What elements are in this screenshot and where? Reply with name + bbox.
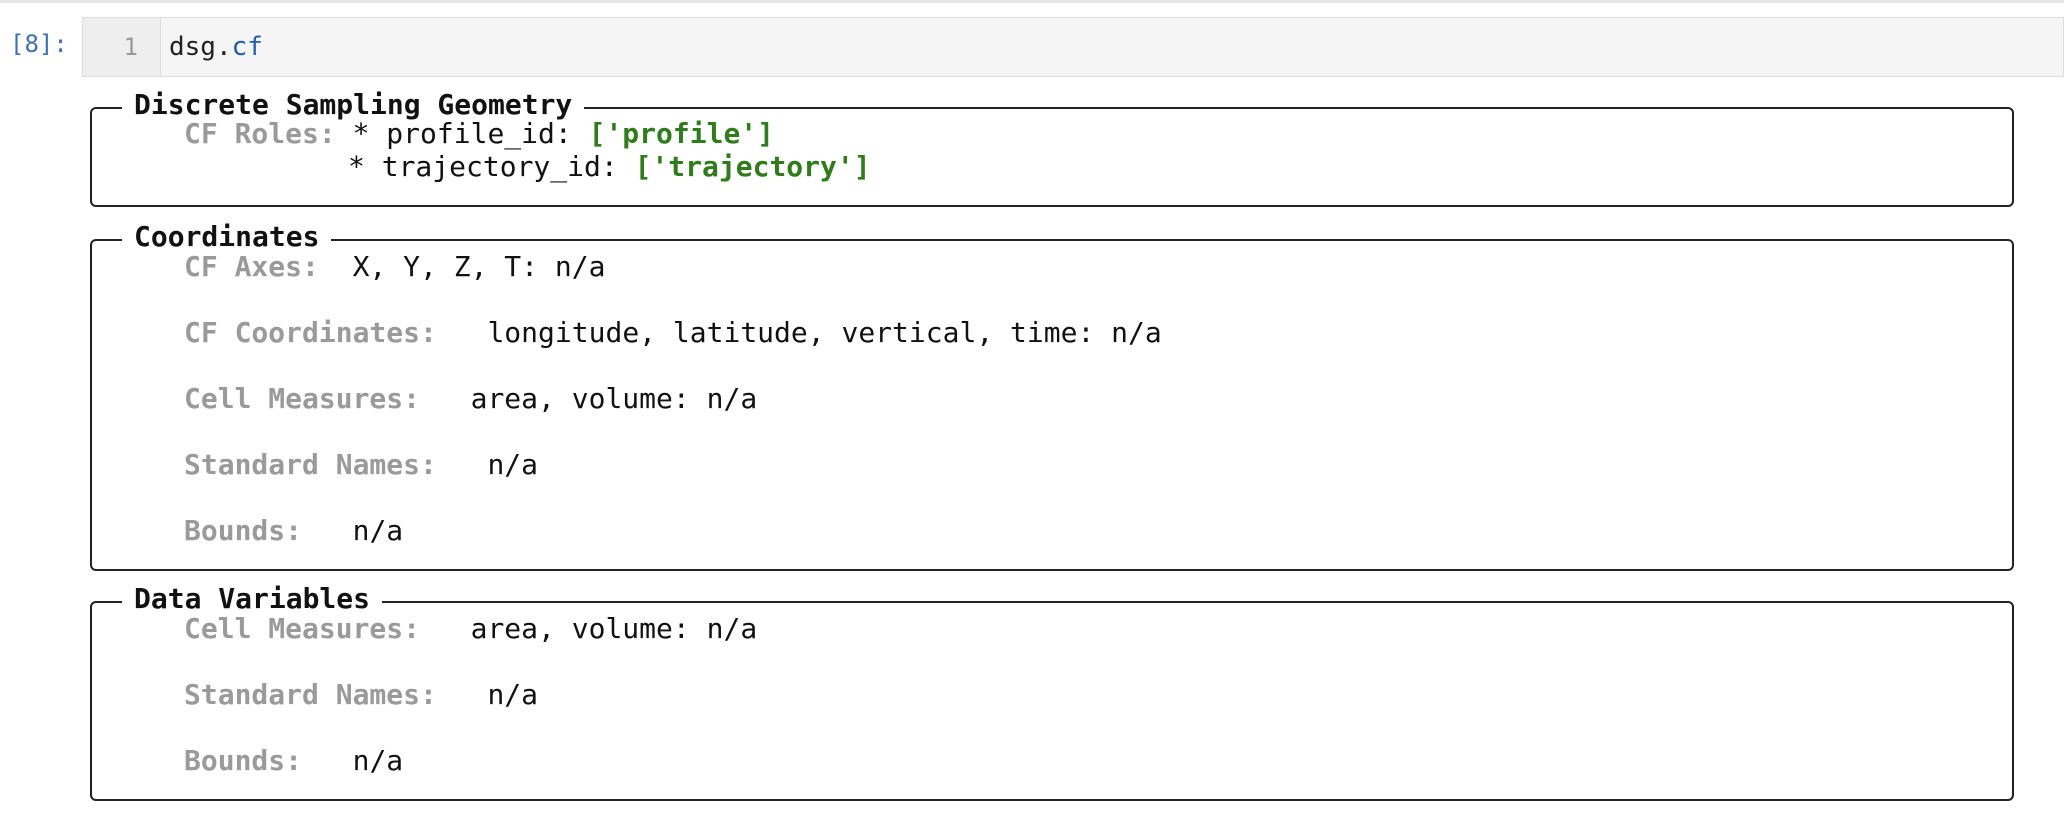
row-label: Cell Measures: <box>184 612 421 645</box>
code-line[interactable]: dsg.cf <box>169 31 263 63</box>
row-label: CF Coordinates: <box>184 316 437 349</box>
role-key: trajectory_id: <box>381 150 618 183</box>
code-attribute: cf <box>231 32 263 62</box>
role-value: ['profile'] <box>588 117 775 150</box>
dsg-panel-title: Discrete Sampling Geometry <box>122 87 585 123</box>
code-dot: . <box>215 32 232 62</box>
row-label: Standard Names: <box>184 448 437 481</box>
line-number-gutter: 1 <box>83 18 161 76</box>
role-value: ['trajectory'] <box>634 150 871 183</box>
row-value: n/a <box>352 744 404 777</box>
bounds-row: Bounds: n/a <box>184 513 403 549</box>
row-value: n/a <box>487 678 539 711</box>
row-value: longitude, latitude, vertical, time: n/a <box>487 316 1162 349</box>
code-cell-input[interactable]: 1 dsg.cf <box>82 17 2064 77</box>
data-variables-panel-title: Data Variables <box>122 581 383 617</box>
row-label: Standard Names: <box>184 678 437 711</box>
row-label: Bounds: <box>184 744 303 777</box>
row-value: area, volume: n/a <box>470 612 758 645</box>
role-bullet: * <box>348 150 365 183</box>
cf-coordinates-row: CF Coordinates: longitude, latitude, ver… <box>184 315 1162 351</box>
row-label: Bounds: <box>184 514 303 547</box>
role-key: profile_id: <box>386 117 572 150</box>
data-variables-panel: Data Variables Cell Measures: area, volu… <box>90 581 2014 801</box>
cf-roles-row: CF Roles: * profile_id: ['profile'] <box>184 116 774 152</box>
row-value: n/a <box>352 514 404 547</box>
row-value: n/a <box>487 448 539 481</box>
row-label: Cell Measures: <box>184 382 421 415</box>
cf-axes-row: CF Axes: X, Y, Z, T: n/a <box>184 249 605 285</box>
role-bullet: * <box>352 117 370 150</box>
cf-roles-row-2: * trajectory_id: ['trajectory'] <box>348 149 871 185</box>
row-value: area, volume: n/a <box>470 382 758 415</box>
coordinates-panel-title: Coordinates <box>122 219 332 255</box>
line-number: 1 <box>123 33 138 61</box>
top-divider <box>0 0 2064 3</box>
row-label: CF Axes: <box>184 250 319 283</box>
code-object: dsg <box>169 32 216 62</box>
bounds-row: Bounds: n/a <box>184 743 403 779</box>
standard-names-row: Standard Names: n/a <box>184 677 538 713</box>
cf-roles-label: CF Roles: <box>184 117 336 150</box>
coordinates-panel: Coordinates CF Axes: X, Y, Z, T: n/a CF … <box>90 219 2014 571</box>
row-value: X, Y, Z, T: n/a <box>352 250 606 283</box>
cell-measures-row: Cell Measures: area, volume: n/a <box>184 611 757 647</box>
dsg-panel: Discrete Sampling Geometry CF Roles: * p… <box>90 87 2014 207</box>
standard-names-row: Standard Names: n/a <box>184 447 538 483</box>
cell-prompt: [8]: <box>10 30 68 58</box>
cell-measures-row: Cell Measures: area, volume: n/a <box>184 381 757 417</box>
